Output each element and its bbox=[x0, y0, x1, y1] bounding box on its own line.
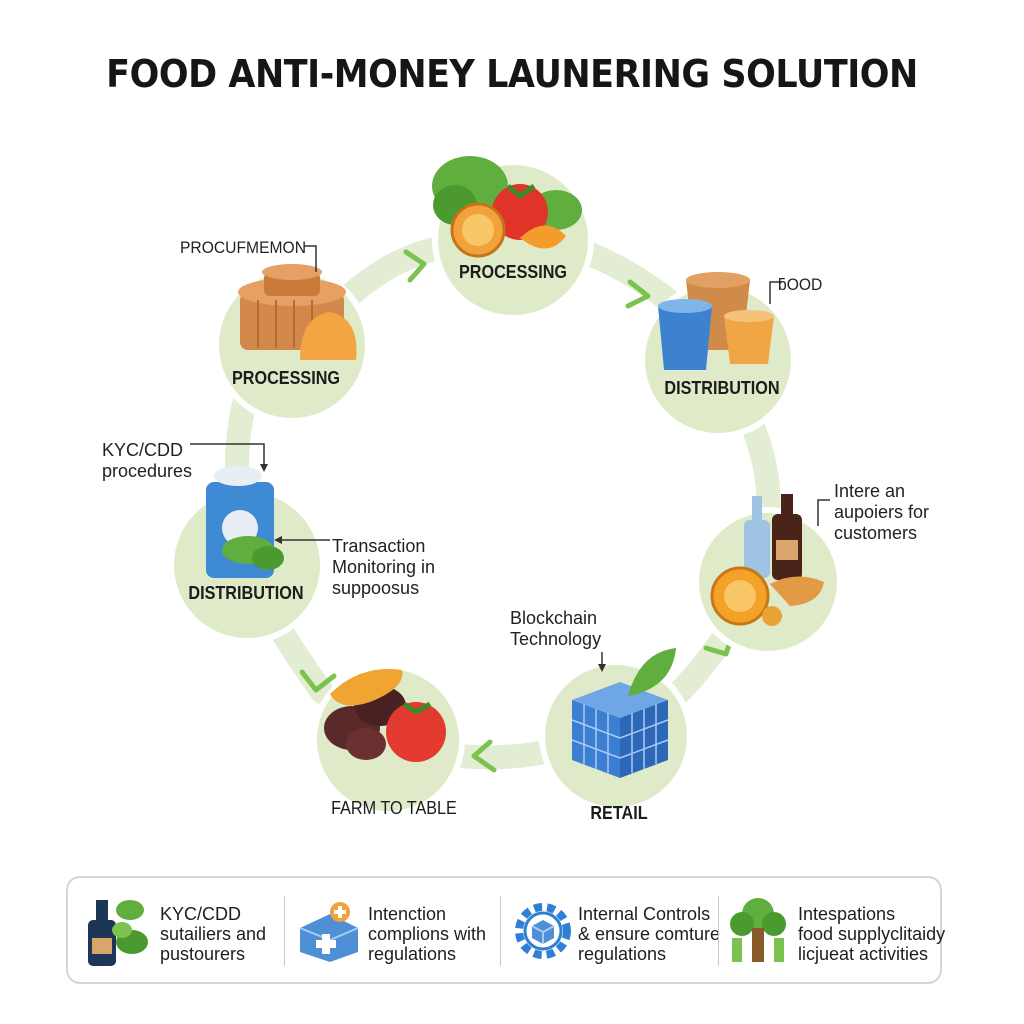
node-label-upper-left: PROCESSING bbox=[231, 368, 341, 388]
containers-icon bbox=[658, 272, 774, 370]
panel-divider bbox=[500, 896, 501, 966]
annotation-connectors bbox=[190, 245, 830, 668]
annotation-procurement: PROCUFMEMON bbox=[180, 238, 306, 257]
tree-icon bbox=[730, 898, 786, 962]
ring-segment-lower-right-to-lower-left bbox=[448, 740, 557, 770]
node-label-left: DISTRIBUTION bbox=[188, 583, 304, 603]
annotation-arrowheads bbox=[260, 464, 606, 672]
panel-divider bbox=[284, 896, 285, 966]
node-label-top: PROCESSING bbox=[458, 262, 568, 282]
node-label-upper-right: DISTRIBUTION bbox=[664, 378, 780, 398]
vegetables-icon bbox=[432, 156, 582, 258]
ring-segment-top-to-upper-right bbox=[573, 240, 680, 312]
milk-carton-icon bbox=[206, 466, 284, 578]
annotation-good: ƃOOD bbox=[778, 275, 823, 294]
bread-and-tomato-icon bbox=[324, 669, 446, 762]
blockchain-cube-icon bbox=[571, 648, 676, 778]
annotation-farm-to-table: FARM TO TABLE bbox=[331, 798, 457, 818]
cycle-diagram bbox=[171, 156, 840, 814]
medical-kit-icon bbox=[299, 902, 359, 962]
page-title: FOOD ANTI-MONEY LAUNERING SOLUTION bbox=[106, 52, 918, 96]
arrow-icon bbox=[625, 279, 651, 309]
baskets-icon bbox=[238, 264, 357, 360]
gear-cube-icon bbox=[515, 903, 571, 959]
bottles-and-bread-icon bbox=[710, 494, 824, 626]
bottle-and-leaf-icon bbox=[88, 900, 148, 966]
arrow-icon bbox=[471, 739, 497, 773]
arrow-icon bbox=[403, 249, 427, 283]
arrow-icon bbox=[299, 669, 337, 693]
node-label-lower-right: RETAIL bbox=[590, 803, 648, 823]
ring-segment-upper-left-to-top bbox=[333, 236, 452, 312]
panel-divider bbox=[718, 896, 719, 966]
